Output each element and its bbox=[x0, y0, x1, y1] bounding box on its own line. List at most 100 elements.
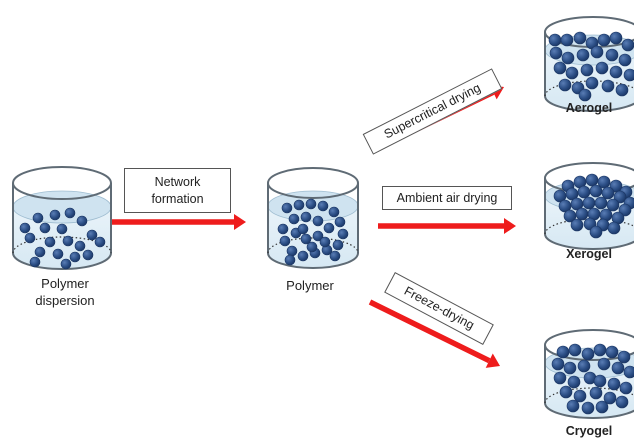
dispersion-particle bbox=[86, 229, 98, 241]
cryogel-particle bbox=[553, 371, 567, 385]
network-formation-arrow-head bbox=[234, 214, 246, 230]
xerogel-particle bbox=[570, 218, 584, 232]
dispersion-particles bbox=[19, 207, 106, 270]
dispersion-particle bbox=[74, 240, 86, 252]
dispersion-particle bbox=[52, 248, 64, 260]
cryogel-particle bbox=[589, 386, 603, 400]
xerogel-label: Xerogel bbox=[566, 247, 612, 261]
polymer-label: Polymer bbox=[286, 278, 334, 293]
aerogel-particle bbox=[573, 31, 587, 45]
polymer-particle bbox=[337, 228, 349, 240]
aerogel-bottom-front bbox=[544, 95, 634, 112]
dispersion-bottom-front bbox=[12, 252, 112, 270]
xerogel-particle bbox=[582, 196, 596, 210]
dispersion-rim bbox=[12, 166, 112, 200]
ambient-arrow-head bbox=[504, 218, 516, 234]
dispersion-particle bbox=[62, 235, 74, 247]
dispersion-particle bbox=[32, 212, 44, 224]
aerogel-particle bbox=[585, 76, 599, 90]
polymer-particle bbox=[332, 239, 344, 251]
polymer-particles bbox=[277, 198, 349, 266]
freeze-arrow-shaft bbox=[368, 299, 491, 364]
polymer-particle bbox=[329, 250, 341, 262]
dispersion-liquid-surface bbox=[12, 190, 112, 224]
polymer-particle bbox=[323, 222, 335, 234]
network-formation-arrow bbox=[112, 214, 246, 230]
aerogel-particle bbox=[548, 33, 562, 47]
dispersion-particle bbox=[19, 222, 31, 234]
dispersion-particle bbox=[49, 209, 61, 221]
xerogel-particle bbox=[618, 203, 632, 217]
polymer-particle bbox=[284, 254, 296, 266]
aerogel-particle bbox=[609, 31, 623, 45]
ambient-arrow bbox=[378, 218, 516, 234]
xerogel-particle bbox=[558, 199, 572, 213]
cryogel-particle bbox=[619, 381, 633, 395]
freeze-arrow-head bbox=[485, 353, 500, 368]
xerogel-particle bbox=[577, 185, 591, 199]
aerogel-particle bbox=[605, 48, 619, 62]
aerogel-label: Aerogel bbox=[565, 101, 613, 115]
xerogel-particle bbox=[601, 186, 615, 200]
cryogel-particle bbox=[603, 391, 617, 405]
cryogel-particle bbox=[573, 389, 587, 403]
xerogel-particle bbox=[607, 221, 621, 235]
cryogel-particle bbox=[597, 357, 611, 371]
cryogel-particle bbox=[605, 345, 619, 359]
cryogel-particle bbox=[563, 361, 577, 375]
aerogel-particle bbox=[553, 61, 567, 75]
aerogel-particle bbox=[565, 66, 579, 80]
polymer-particle bbox=[306, 241, 318, 253]
dispersion-particle bbox=[60, 258, 72, 270]
network-formation-box: Network formation bbox=[124, 168, 231, 213]
cryogel-particle bbox=[577, 359, 591, 373]
cryogel-particle bbox=[611, 361, 625, 375]
aerogel-particle bbox=[615, 83, 629, 97]
aerogel-particle bbox=[558, 78, 572, 92]
xerogel-particle bbox=[606, 198, 620, 212]
dispersion-particle bbox=[64, 207, 76, 219]
cryogel-particle bbox=[559, 385, 573, 399]
dispersion-particle bbox=[82, 249, 94, 261]
cryogel-particle bbox=[551, 357, 565, 371]
xerogel-particle bbox=[594, 196, 608, 210]
dispersion-particle bbox=[44, 236, 56, 248]
xerogel-particle bbox=[589, 225, 603, 239]
cryogel-particle bbox=[607, 377, 621, 391]
network-formation-line1: Network bbox=[154, 175, 201, 189]
polymer-particle bbox=[297, 250, 309, 262]
aerogel-particle bbox=[580, 63, 594, 77]
dispersion-particle bbox=[24, 232, 36, 244]
aerogel-particle bbox=[621, 38, 634, 52]
dispersion-particle bbox=[39, 222, 51, 234]
dispersion-bottom-back bbox=[12, 236, 112, 254]
aerogel-particle bbox=[549, 46, 563, 60]
cryogel-particle bbox=[617, 350, 631, 364]
dispersion-particle bbox=[76, 215, 88, 227]
xerogel-particle bbox=[563, 209, 577, 223]
polymer-particle bbox=[317, 200, 329, 212]
aerogel-particle bbox=[595, 61, 609, 75]
polymer-particle bbox=[281, 202, 293, 214]
xerogel-particle bbox=[585, 173, 599, 187]
xerogel-particle bbox=[589, 184, 603, 198]
cryogel-label: Cryogel bbox=[565, 424, 613, 438]
xerogel-particle bbox=[613, 190, 627, 204]
polymer-particle bbox=[300, 211, 312, 223]
polymer-particle bbox=[286, 245, 298, 257]
polymer-particle bbox=[288, 213, 300, 225]
aerogel-particle bbox=[601, 79, 615, 93]
aerogel-particles bbox=[548, 31, 634, 102]
aerogel-particle bbox=[590, 45, 604, 59]
polymer-particle bbox=[279, 235, 291, 247]
cryogel-particle bbox=[581, 347, 595, 361]
dispersion-label: Polymer dispersion bbox=[10, 275, 120, 309]
polymer-particle bbox=[277, 223, 289, 235]
cryogel-particle bbox=[556, 345, 570, 359]
aerogel-particle bbox=[578, 88, 592, 102]
ambient-drying-label: Ambient air drying bbox=[396, 191, 498, 205]
polymer-particle bbox=[334, 216, 346, 228]
aerogel-particle bbox=[618, 53, 632, 67]
